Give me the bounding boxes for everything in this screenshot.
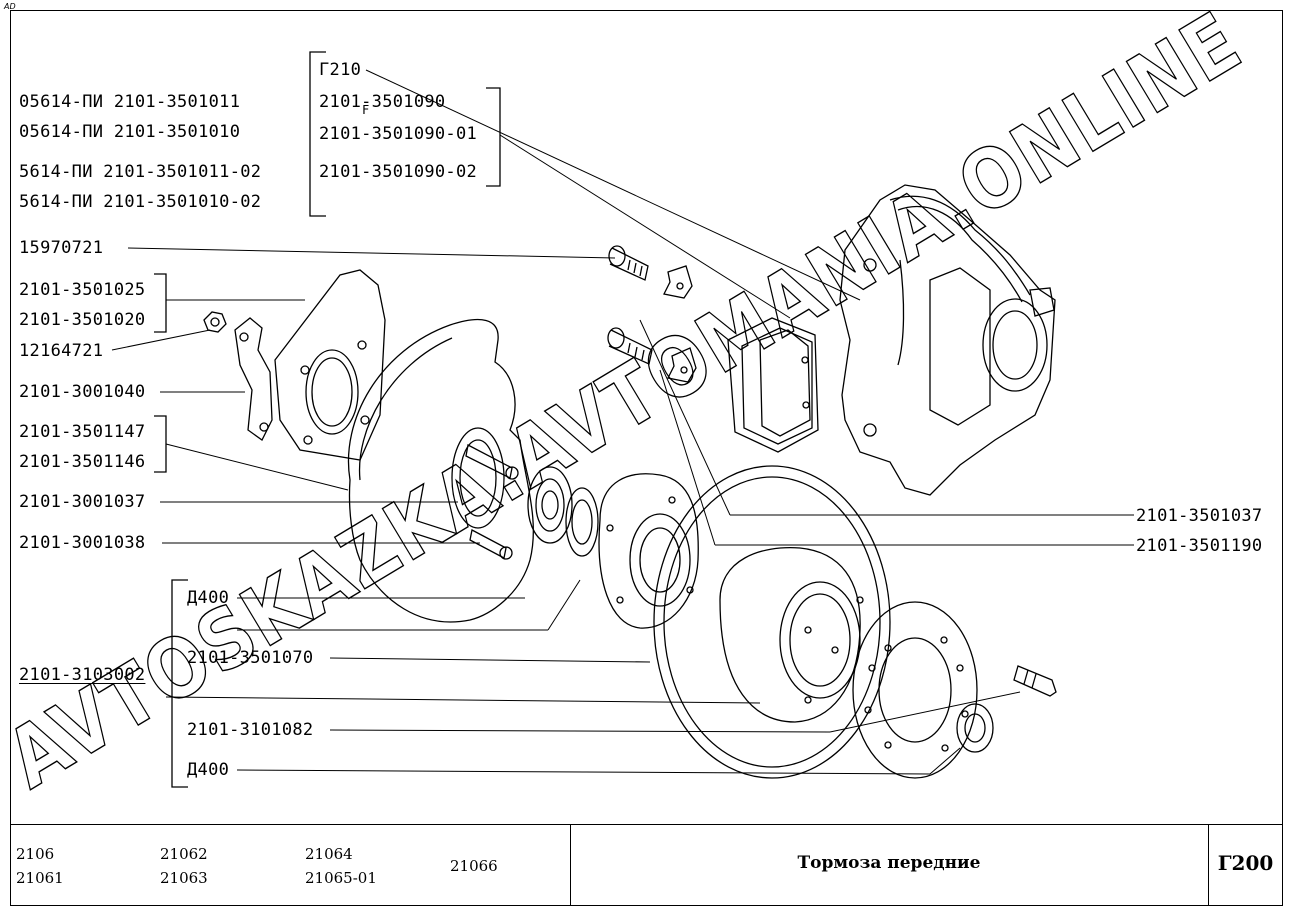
corner-mark: AD (4, 2, 16, 11)
pad-clips (663, 265, 697, 383)
sheet-title: Тормоза передние (797, 853, 981, 873)
model-21063: 21063 (160, 869, 208, 887)
label-3001037: 2101-3001037 (19, 492, 146, 512)
model-21062: 21062 (160, 845, 208, 863)
label-3501070: 2101-3501070 (187, 648, 314, 668)
label-3501190: 2101-3501190 (1136, 536, 1263, 556)
sheet-code: Г200 (1217, 851, 1274, 875)
label-d400-bottom: Д400 (187, 760, 230, 780)
bolts (465, 245, 653, 560)
wheel-hub (598, 473, 699, 629)
label-3501146: 2101-3501146 (19, 452, 146, 472)
nut (203, 311, 227, 333)
brake-pads (727, 317, 819, 453)
title-block-divider (570, 825, 571, 906)
label-3501020: 2101-3501020 (19, 310, 146, 330)
label-3101082: 2101-3101082 (187, 720, 314, 740)
oil-seal (565, 487, 599, 557)
lock-plate (234, 317, 273, 441)
label-g210: Г210 (319, 60, 362, 80)
label-05614-3501010: 05614-ПИ 2101-3501010 (19, 122, 241, 142)
label-d400-top: Д400 (187, 588, 230, 608)
inner-bearing (527, 466, 573, 544)
model-21066: 21066 (450, 857, 498, 875)
label-15970721: 15970721 (19, 238, 104, 258)
label-f-mark: F (362, 103, 370, 117)
model-2106: 2106 (16, 845, 55, 863)
label-3501025: 2101-3501025 (19, 280, 146, 300)
hub-flange (852, 601, 978, 779)
label-12164721: 12164721 (19, 341, 104, 361)
caliper-bracket-plate (274, 269, 386, 461)
label-5614-3501010-02: 5614-ПИ 2101-3501010-02 (19, 192, 262, 212)
splash-guard (347, 318, 535, 623)
drawing-frame (10, 10, 1283, 906)
bracket-top-center (309, 51, 501, 217)
label-3501037: 2101-3501037 (1136, 506, 1263, 526)
label-5614-3501011-02: 5614-ПИ 2101-3501011-02 (19, 162, 262, 182)
label-3103002: 2101-3103002 (19, 665, 146, 685)
brake-disc (653, 465, 891, 779)
title-block: 2106 21061 21062 21063 21064 21065-01 21… (10, 824, 1283, 906)
label-3501147: 2101-3501147 (19, 422, 146, 442)
model-21065-01: 21065-01 (305, 869, 377, 887)
label-3501090-02: 2101-3501090-02 (319, 162, 478, 182)
label-3001038: 2101-3001038 (19, 533, 146, 553)
outer-bearing (956, 703, 994, 753)
label-05614-3501011: 05614-ПИ 2101-3501011 (19, 92, 241, 112)
brake-caliper (839, 184, 1056, 496)
bracket-left (154, 273, 188, 788)
model-21061: 21061 (16, 869, 64, 887)
model-21064: 21064 (305, 845, 353, 863)
wheel-stud (1013, 665, 1057, 697)
leader-lines (111, 69, 1134, 775)
label-3501090-01: 2101-3501090-01 (319, 124, 478, 144)
label-3001040: 2101-3001040 (19, 382, 146, 402)
label-3501090: 2101-3501090 (319, 92, 446, 112)
title-block-divider (1208, 825, 1209, 906)
